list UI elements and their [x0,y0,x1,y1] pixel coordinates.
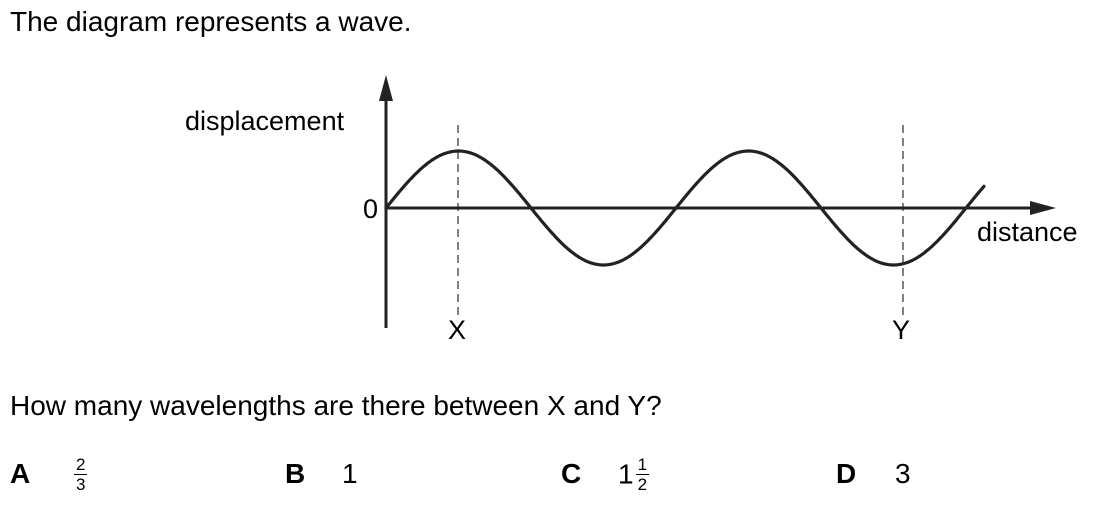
option-a-value: 2 3 [72,455,88,494]
x-axis-label: distance [977,217,1078,247]
option-c-whole: 1 [618,458,634,490]
option-c-value: 1 1 2 [618,455,650,494]
wave-curve [384,149,986,267]
option-a-letter: A [10,458,31,489]
option-c-fraction: 1 2 [635,455,650,494]
marker-y-label: Y [892,315,910,345]
x-axis-arrowhead [1030,201,1056,215]
question-text: How many wavelengths are there between X… [10,390,662,421]
option-d-value: 3 [895,458,911,489]
origin-label: 0 [363,194,378,224]
marker-x-label: X [448,315,466,345]
option-c-letter: C [561,458,582,489]
option-c-denominator: 2 [637,475,648,494]
option-b-letter: B [285,458,306,489]
option-d-letter: D [836,458,857,489]
option-a-denominator: 3 [76,475,86,494]
intro-text: The diagram represents a wave. [10,6,412,37]
option-c-numerator: 1 [635,455,650,475]
y-axis-label: displacement [185,106,345,136]
option-a-numerator: 2 [74,455,88,475]
y-axis-arrowhead [379,75,393,101]
option-b-value: 1 [342,458,358,489]
option-a-fraction: 2 3 [74,455,88,494]
